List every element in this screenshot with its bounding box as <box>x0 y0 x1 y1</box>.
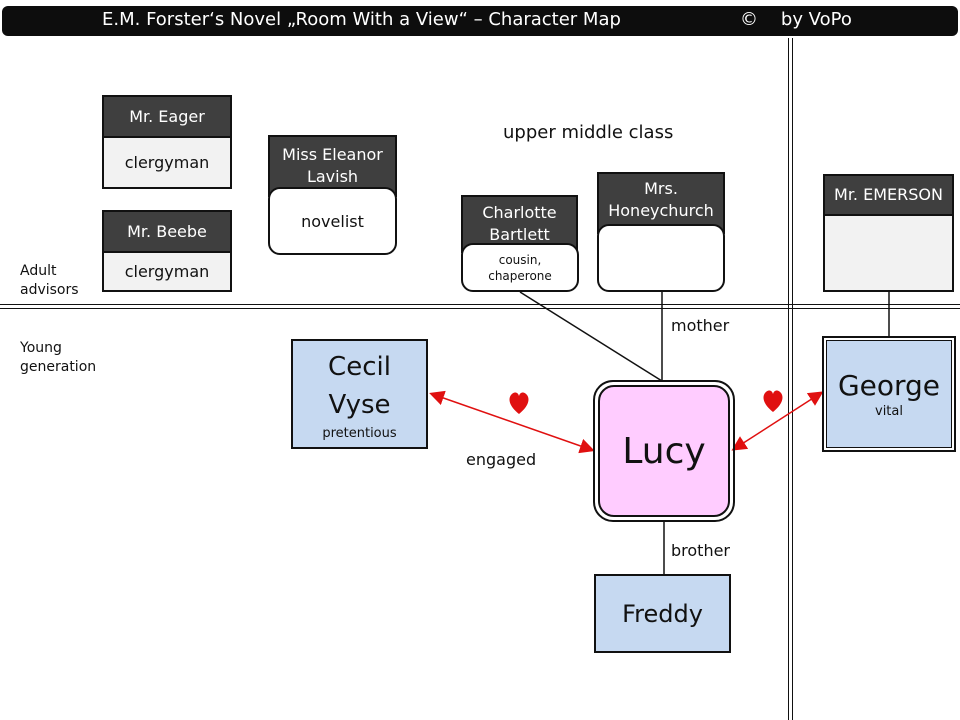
george-name: George <box>837 369 941 402</box>
cecil-box: Cecil Vyse pretentious <box>291 339 428 449</box>
lavish-name: Miss Eleanor Lavish <box>268 135 397 197</box>
generation-divider <box>0 304 960 309</box>
adult-advisors-label: Adult advisors <box>20 263 79 298</box>
cecil-name: Cecil Vyse <box>328 351 391 420</box>
young-generation-label: Young generation <box>20 340 97 375</box>
lucy-george-arrow <box>731 391 824 451</box>
emerson-divider <box>788 38 793 720</box>
emerson-name: Mr. EMERSON <box>823 174 954 216</box>
honeychurch-role <box>597 224 725 292</box>
lucy-box: Lucy <box>598 385 730 517</box>
mother-label: mother <box>671 316 730 335</box>
lucy-frame <box>593 380 735 522</box>
heart-icon <box>509 392 529 414</box>
title-bar: E.M. Forster‘s Novel „Room With a View“ … <box>2 6 958 36</box>
copyright-note: © by VoPo <box>740 9 852 30</box>
freddy-name: Freddy <box>622 599 703 628</box>
cecil-trait: pretentious <box>322 425 397 441</box>
heart-icon <box>763 390 783 412</box>
eager-name: Mr. Eager <box>102 95 232 138</box>
lavish-role: novelist <box>268 187 397 255</box>
eager-role: clergyman <box>102 136 232 189</box>
charlotte-role: cousin, chaperone <box>461 243 579 292</box>
beebe-role: clergyman <box>102 251 232 292</box>
george-trait: vital <box>875 404 903 419</box>
honeychurch-name: Mrs. Honeychurch <box>597 172 725 234</box>
brother-label: brother <box>671 541 731 560</box>
beebe-name: Mr. Beebe <box>102 210 232 253</box>
engaged-label: engaged <box>466 450 537 469</box>
freddy-box: Freddy <box>594 574 731 653</box>
map-title: E.M. Forster‘s Novel „Room With a View“ … <box>102 9 621 30</box>
lucy-name: Lucy <box>622 430 706 472</box>
george-box: George vital <box>822 336 956 452</box>
class-label: upper middle class <box>503 122 674 143</box>
cecil-lucy-arrow <box>429 390 595 454</box>
emerson-role <box>823 214 954 292</box>
